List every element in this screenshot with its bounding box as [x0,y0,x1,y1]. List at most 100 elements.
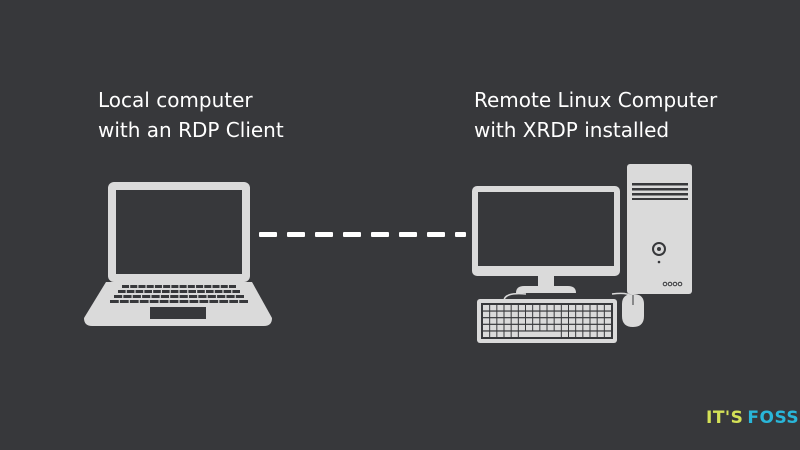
keyboard-key [490,318,497,324]
laptop-key [119,300,129,303]
remote-label-line-2: with XRDP installed [474,118,670,142]
keyboard-key [561,305,568,311]
dash-segment [343,232,361,237]
keyboard-key [604,311,611,318]
keyboard-key [490,331,497,337]
keyboard-key [497,318,504,324]
local-label-line-1: Local computer [98,88,253,112]
dashed-connection-line [259,232,466,237]
laptop-key [219,300,229,303]
laptop-key [179,285,187,288]
keyboard-key [518,311,525,318]
desktop-computer-icon [472,164,692,343]
keyboard-keys [483,305,611,337]
keyboard-key [504,311,511,318]
keyboard-key [490,305,497,311]
laptop-key [229,300,239,303]
keyboard-key [597,324,604,331]
dash-segment [427,232,445,237]
laptop-key [188,290,196,293]
monitor-neck [538,276,554,286]
laptop-key [235,295,244,298]
keyboard-key [554,324,561,331]
keyboard-key [569,324,576,331]
keyboard-key [547,318,554,324]
tower-case [627,164,692,294]
keyboard-key [540,324,547,331]
keyboard-key [497,331,504,337]
keyboard-key [583,324,590,331]
monitor-stand [516,286,576,293]
laptop-key [159,300,169,303]
laptop-key [118,290,126,293]
laptop-key [179,300,189,303]
power-led [657,260,661,264]
laptop-icon [84,182,272,326]
keyboard-key [504,318,511,324]
keyboard-key [540,311,547,318]
mouse-body [622,294,644,327]
dash-segment [315,232,333,237]
laptop-key [199,300,209,303]
laptop-key [146,285,154,288]
local-label-line-2: with an RDP Client [98,118,284,142]
keyboard-key [547,311,554,318]
keyboard-key [604,318,611,324]
keyboard-key [583,305,590,311]
tower-slot [632,193,688,196]
keyboard-key [583,311,590,318]
laptop-key [179,295,188,298]
laptop-key [217,295,226,298]
laptop-key [196,285,204,288]
laptop-key [223,290,232,293]
keyboard-key [526,318,533,324]
keyboard-key [504,305,511,311]
keyboard-key [540,305,547,311]
keyboard-key [583,318,590,324]
laptop-key [149,300,159,303]
keyboard-key [576,318,583,324]
keyboard-key [597,311,604,318]
laptop-key [123,295,132,298]
laptop-key [154,285,162,288]
laptop-key [144,290,152,293]
keyboard-key [590,305,597,311]
laptop-key [239,300,248,303]
laptop-key [126,290,135,293]
keyboard-key [518,318,525,324]
keyboard-key [526,324,533,331]
laptop-key [122,285,130,288]
laptop-key [214,290,223,293]
keyboard-key [597,305,604,311]
keyboard-key [597,331,604,337]
laptop-key [132,295,141,298]
laptop-key [188,295,198,298]
laptop-key [135,290,144,293]
laptop-key [162,290,170,293]
keyboard-key [554,318,561,324]
laptop-key [206,290,214,293]
dash-segment [399,232,417,237]
mouse-icon [622,294,644,327]
laptop-key [114,295,123,298]
keyboard-key [554,311,561,318]
laptop-screen [116,190,242,274]
laptop-key [228,285,236,288]
keyboard-key [518,324,525,331]
keyboard-key [504,331,511,337]
keyboard-key [590,318,597,324]
keyboard-key [504,324,511,331]
keyboard-key [590,311,597,318]
tower-ports [662,281,683,287]
keyboard-key [483,331,490,337]
keyboard-key [540,318,547,324]
keyboard-key [561,318,568,324]
keyboard-key [576,305,583,311]
laptop-touchpad [150,307,206,319]
laptop-key [169,300,179,303]
power-button-center [657,247,661,251]
laptop-key [212,285,220,288]
keyboard-key [561,324,568,331]
